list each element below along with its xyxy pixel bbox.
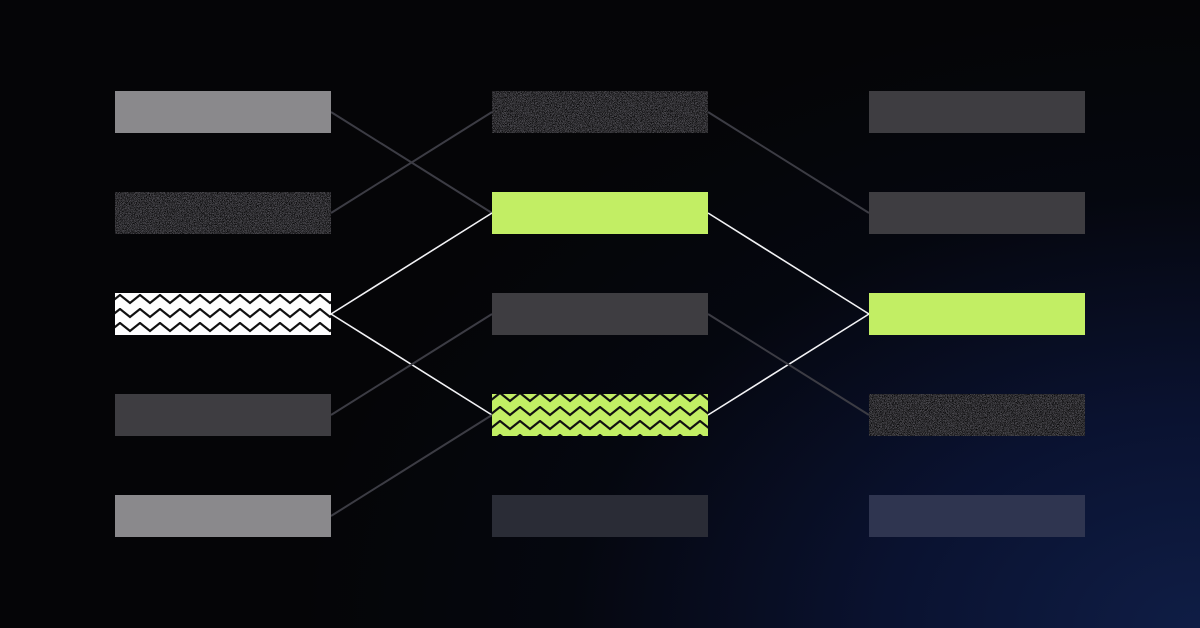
block-fill	[492, 394, 708, 436]
block-left-2	[115, 192, 331, 234]
block-right-4	[869, 394, 1085, 436]
block-fill	[115, 495, 331, 537]
block-middle-1	[492, 91, 708, 133]
block-fill	[492, 293, 708, 335]
block-middle-3	[492, 293, 708, 335]
block-fill	[869, 495, 1085, 537]
block-fill	[115, 394, 331, 436]
connector-line-dim	[330, 313, 493, 416]
block-fill	[869, 293, 1085, 335]
block-fill	[869, 192, 1085, 234]
block-right-1	[869, 91, 1085, 133]
block-fill	[492, 495, 708, 537]
block-middle-2	[492, 192, 708, 234]
block-fill	[869, 91, 1085, 133]
block-left-1	[115, 91, 331, 133]
connector-line-bright	[330, 212, 493, 315]
connector-line-dim	[330, 414, 493, 517]
connector-line-dim	[330, 111, 493, 214]
block-fill	[115, 293, 331, 335]
block-fill	[492, 192, 708, 234]
block-middle-5	[492, 495, 708, 537]
block-grain-texture	[492, 91, 708, 133]
block-fill	[115, 91, 331, 133]
block-right-5	[869, 495, 1085, 537]
block-right-2	[869, 192, 1085, 234]
connector-line-dim	[707, 313, 870, 416]
block-left-5	[115, 495, 331, 537]
connector-line-dim	[707, 111, 870, 214]
connector-lines	[330, 111, 870, 517]
block-middle-4	[492, 394, 708, 436]
block-left-4	[115, 394, 331, 436]
blocks-layer	[115, 91, 1085, 537]
block-grain-texture	[869, 394, 1085, 436]
block-right-3	[869, 293, 1085, 335]
block-grain-texture	[115, 192, 331, 234]
block-left-3	[115, 293, 331, 335]
connector-line-bright	[707, 212, 870, 315]
